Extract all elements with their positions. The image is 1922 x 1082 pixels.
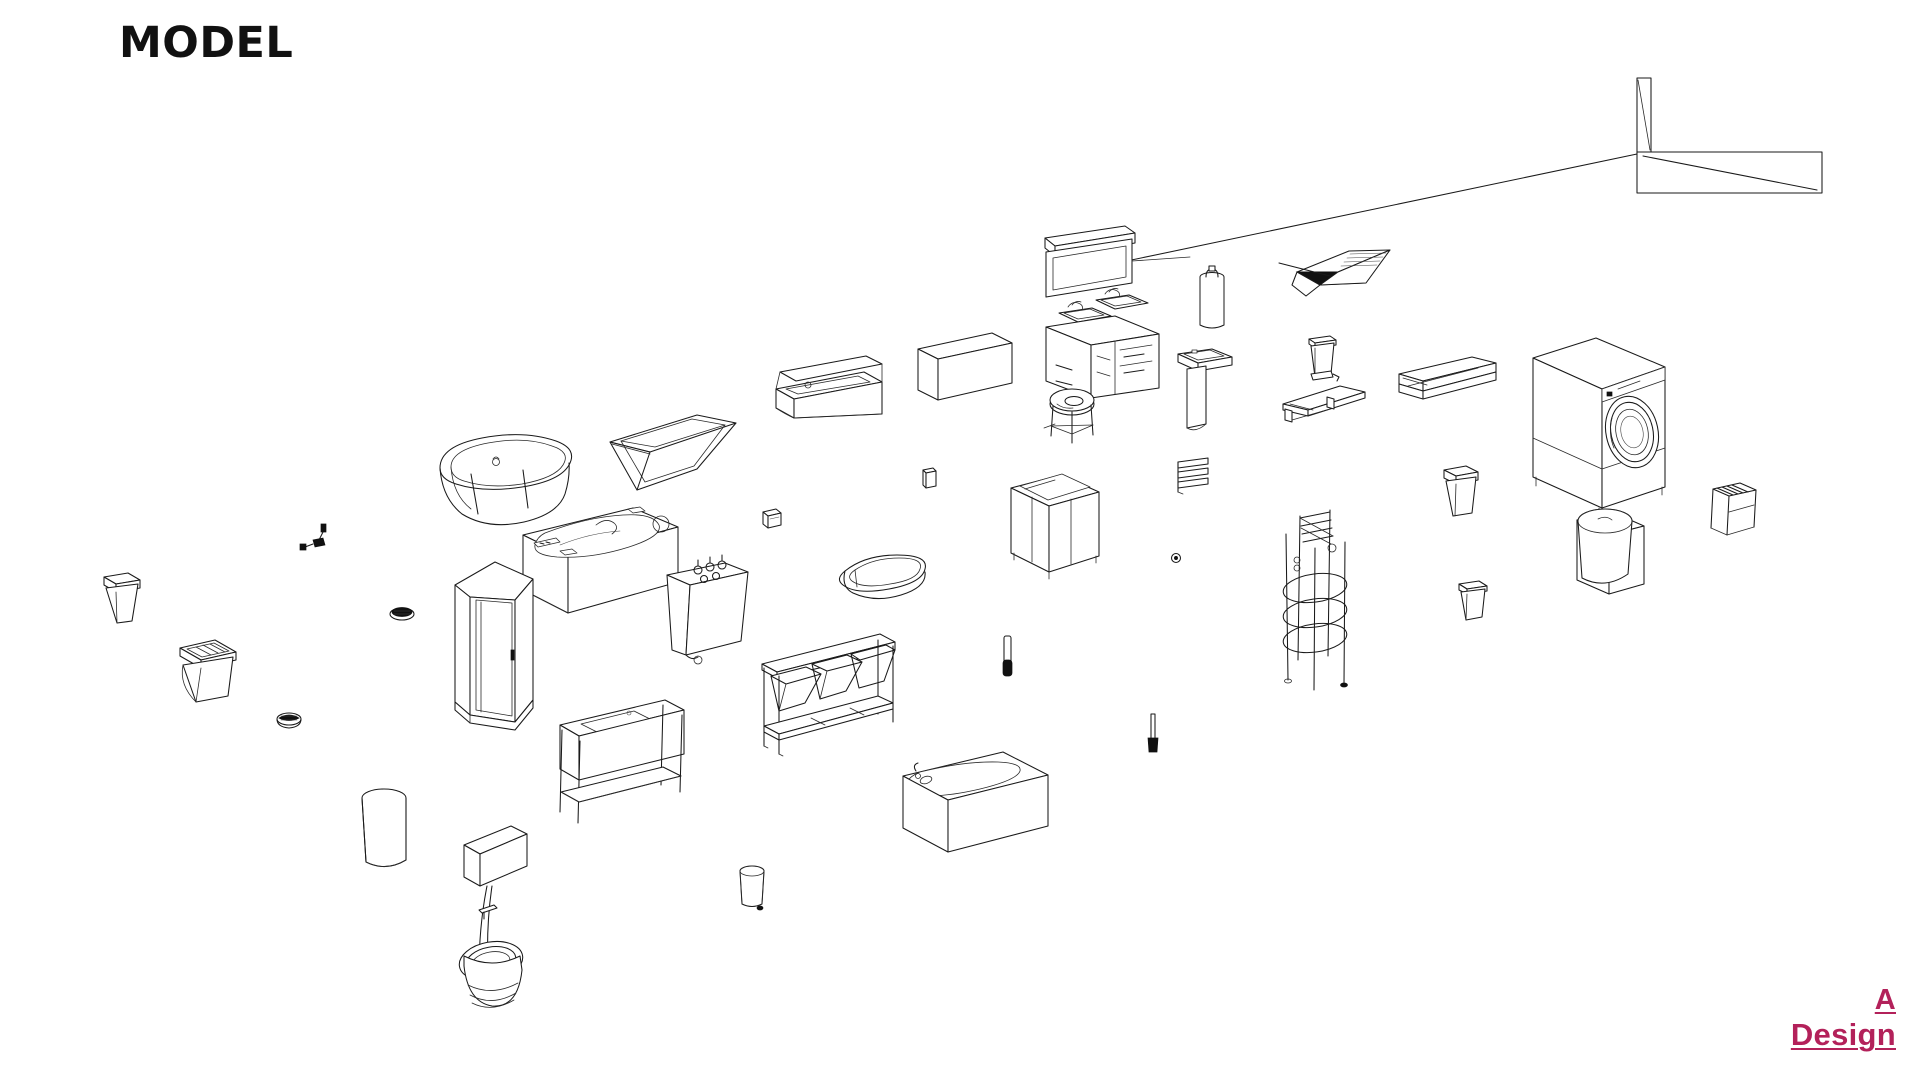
object-towel-radiator xyxy=(1178,458,1208,494)
object-vanity-leg-unit xyxy=(560,700,684,823)
object-mirror-cabinet xyxy=(1045,226,1190,297)
object-washstand-console xyxy=(762,634,895,756)
object-towel-stand-spiral xyxy=(1281,510,1348,690)
object-stool-round xyxy=(1044,389,1094,443)
object-wall-shelf-towel xyxy=(1399,357,1496,399)
object-drain-cover xyxy=(390,608,414,621)
object-bathtub-freestanding xyxy=(440,435,572,525)
object-shower-control xyxy=(667,555,748,664)
object-bathtub-corner xyxy=(776,356,882,418)
object-pedal-bin-top xyxy=(1309,336,1339,381)
object-waste-bin-right xyxy=(1444,466,1478,516)
object-laundry-hamper xyxy=(1577,509,1644,594)
object-toilet-brush xyxy=(1148,714,1158,752)
object-utility-cabinet xyxy=(1011,474,1099,579)
object-stool-small-right xyxy=(1711,483,1756,535)
object-wall-partition xyxy=(1122,78,1822,262)
brand-logo[interactable]: A Design xyxy=(1791,983,1896,1054)
object-vanity-double xyxy=(1046,288,1159,398)
object-shower-enclosure xyxy=(455,562,533,730)
object-washing-machine xyxy=(1533,338,1665,516)
object-bidet-sink xyxy=(839,555,925,599)
object-flush-plate xyxy=(763,509,781,528)
object-water-heater xyxy=(1200,266,1224,328)
object-soap-dispenser xyxy=(923,468,936,488)
object-soap-dish xyxy=(277,713,301,728)
brand-logo-word: Design xyxy=(1790,1017,1896,1053)
object-bath-mat xyxy=(1279,250,1390,296)
object-waste-bin-small-mid xyxy=(740,866,764,910)
object-column-cylinder xyxy=(362,789,406,867)
object-bottle-trap xyxy=(1003,636,1012,676)
brand-logo-letter: A xyxy=(1874,984,1896,1017)
object-pedal-bin-right xyxy=(1459,581,1487,620)
object-bidet-box xyxy=(180,640,236,702)
object-waste-bin-left xyxy=(104,573,140,623)
object-wall-shelf-glass xyxy=(1283,386,1365,422)
page-title: MODEL xyxy=(119,18,294,68)
object-bathtub-panel-block xyxy=(918,333,1012,400)
object-small-knob xyxy=(1172,554,1181,563)
object-whirlpool-tub xyxy=(523,507,678,613)
object-toilet-high-tank xyxy=(456,826,527,1007)
object-bathtub-drop-in xyxy=(610,415,736,490)
object-bathtub-built-in xyxy=(903,752,1048,852)
object-tap-fitting-left xyxy=(300,524,326,550)
object-pedestal-sink xyxy=(1178,349,1232,430)
